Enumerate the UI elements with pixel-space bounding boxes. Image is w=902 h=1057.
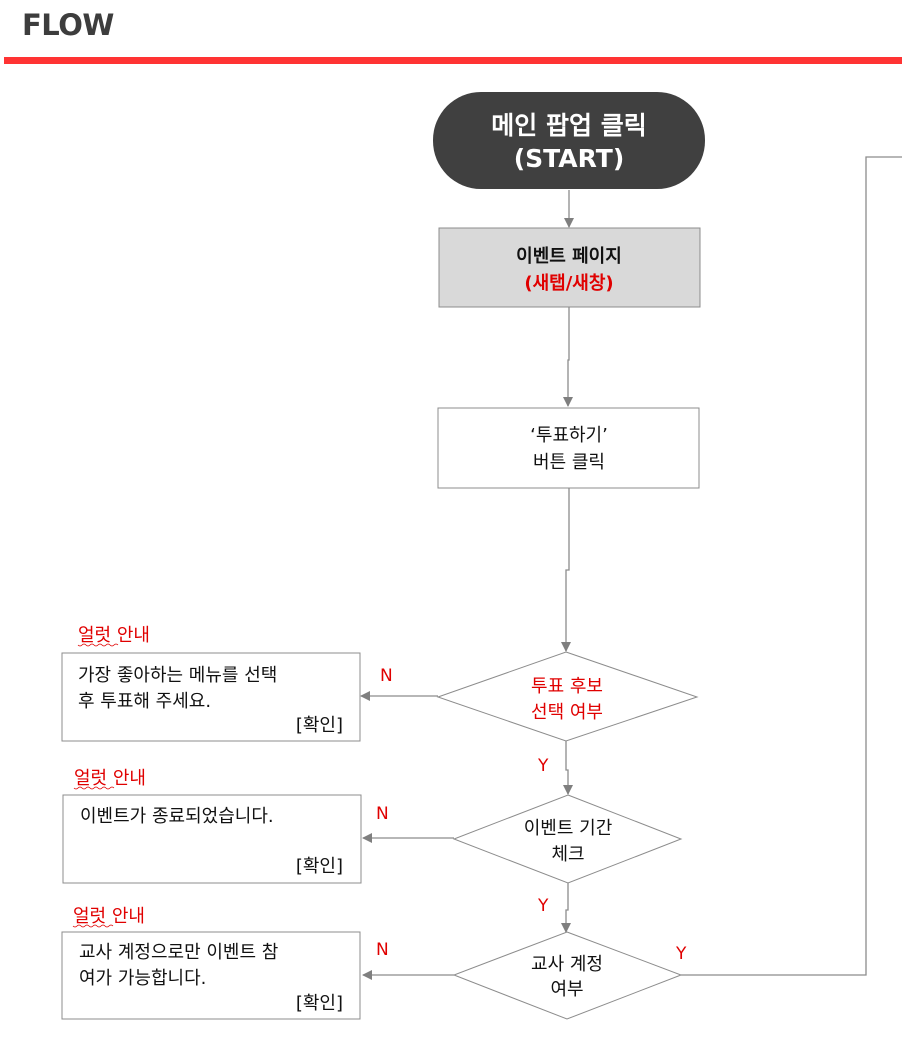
start-line1: 메인 팝업 클릭 — [491, 111, 646, 140]
connector-teacher-yes-loop — [681, 156, 902, 976]
decision-period-line2: 체크 — [551, 844, 584, 865]
vote-button-box — [437, 407, 700, 489]
alert-teacher-line1: 교사 계정으로만 이벤트 참 — [79, 942, 278, 963]
connector-event-to-button — [563, 307, 573, 407]
alert-select-confirm: [확인] — [296, 715, 343, 736]
connector-period-to-teacher — [561, 883, 571, 933]
decision-candidate-line2: 선택 여부 — [531, 702, 603, 723]
vote-button-line1: ‘투표하기’ — [530, 425, 608, 446]
event-page-line2: (새탭/새창) — [524, 273, 613, 294]
decision-teacher-line2: 여부 — [550, 979, 583, 1000]
alert-ended-line1: 이벤트가 종료되었습니다. — [80, 806, 274, 827]
decision-period — [452, 794, 683, 884]
event-page-box — [438, 227, 701, 308]
alert-teacher-confirm: [확인] — [296, 993, 343, 1014]
decision-candidate — [436, 651, 699, 742]
label-candidate-no: N — [380, 666, 393, 686]
alert-ended-heading-underline — [73, 786, 115, 790]
alert-select-line1: 가장 좋아하는 메뉴를 선택 — [78, 665, 277, 686]
alert-ended-box — [62, 794, 362, 884]
alert-ended-confirm: [확인] — [296, 856, 343, 877]
page-title: FLOW — [22, 8, 114, 42]
alert-select-line2: 후 투표해 주세요. — [78, 691, 211, 712]
alert-teacher-box — [61, 931, 361, 1020]
label-teacher-no: N — [376, 940, 389, 960]
event-page-line1: 이벤트 페이지 — [516, 246, 622, 267]
decision-teacher — [452, 931, 683, 1020]
alert-select-box — [61, 652, 361, 742]
alert-select-heading: 얼럿 안내 — [78, 625, 150, 646]
vote-button-line2: 버튼 클릭 — [533, 452, 605, 473]
alert-teacher-heading-underline — [72, 924, 114, 928]
title-divider — [4, 57, 902, 64]
label-teacher-yes: Y — [675, 944, 687, 964]
decision-teacher-line1: 교사 계정 — [531, 954, 603, 975]
connector-button-to-candidate — [561, 488, 571, 652]
start-line2: (START) — [514, 144, 625, 173]
start-terminator — [433, 92, 705, 189]
alert-teacher-heading: 얼럿 안내 — [73, 906, 145, 927]
decision-period-line1: 이벤트 기간 — [524, 818, 613, 839]
connector-candidate-to-period — [563, 741, 573, 795]
label-period-no: N — [376, 804, 389, 824]
label-candidate-yes: Y — [537, 756, 549, 776]
decision-candidate-line1: 투표 후보 — [531, 676, 603, 697]
alert-select-heading-underline — [77, 643, 119, 647]
alert-ended-heading: 얼럿 안내 — [74, 768, 146, 789]
alert-teacher-line2: 여가 가능합니다. — [79, 968, 206, 989]
label-period-yes: Y — [537, 896, 549, 916]
